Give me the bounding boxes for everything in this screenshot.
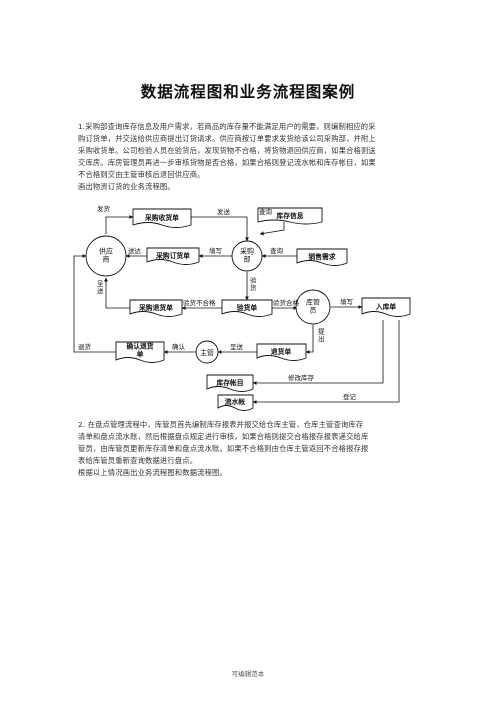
- doc-journal: [217, 394, 254, 411]
- section2-paragraph: 2. 在盘点管理流程中，库管员首先编制库存报表并报交给仓库主管，仓库主管查询库存…: [78, 419, 430, 479]
- doc-sales-demand-label: 销售需求: [308, 252, 335, 261]
- label-return: 退货: [78, 342, 92, 351]
- label-query-inventory: 查询: [259, 207, 273, 216]
- doc-confirm-return-label: 确认退货单: [126, 341, 153, 358]
- section1-line: 画出物资订货的业务流程图。: [78, 182, 175, 191]
- label-inspect: 验货: [250, 276, 257, 292]
- doc-receipt-label: 采购收货单: [144, 213, 179, 222]
- doc-stock-ledger: [206, 374, 254, 392]
- doc-order-label: 采购订货单: [155, 251, 190, 260]
- label-fill-order: 填写: [209, 246, 222, 255]
- label-register: 登记: [343, 392, 357, 401]
- section1-line: 1.采购部查询库存信息及用户需求，若商品的库存量不能满足用户的需要，则编制相应的…: [78, 122, 376, 131]
- doc-sales-demand: [296, 248, 348, 266]
- section1-line: 采购收货单。公司检验人员在验货后，发现货物不合格，将货物退回供应商，如果合格则送: [78, 146, 376, 155]
- label-send: 发送: [217, 207, 231, 216]
- flow-arrow: [73, 254, 116, 353]
- section1-line: 交库房。库房管理员再进一步审核货物是否合格，如果合格则登记流水帐和库存帐目，如果: [78, 158, 376, 167]
- label-present-supervisor: 呈送: [230, 342, 244, 351]
- section2-line: 管员，由库管员更新库存清单和盘点流水账。如果不合格则由仓库主管返回不合格报存报: [78, 444, 369, 453]
- doc-order: [146, 247, 200, 265]
- doc-return-label: 退货单: [271, 347, 292, 356]
- node-supervisor: [195, 340, 219, 364]
- label-inspection-fail: 验货不合格: [183, 298, 216, 307]
- doc-inspection: [221, 299, 273, 317]
- doc-journal-label: 流水帐: [225, 397, 246, 406]
- label-ship: 发货: [97, 204, 111, 213]
- doc-inspection-label: 验货单: [237, 303, 258, 312]
- label-query-sales: 查询: [270, 246, 284, 255]
- doc-return: [256, 343, 307, 361]
- flow-arrow: [104, 277, 130, 309]
- label-present-return: 呈送: [97, 280, 104, 295]
- page-title: 数据流程图和业务流程图案例: [140, 83, 356, 101]
- flow-arrow: [252, 320, 384, 385]
- flow-arrow: [105, 215, 134, 234]
- section2-line: 表给库管员重新查询数据进行盘点。: [78, 456, 198, 465]
- node-supervisor-label: 主管: [200, 348, 214, 357]
- flow-arrow: [252, 320, 400, 404]
- label-fill-warehouse-in: 填写: [340, 297, 353, 306]
- section2-line: 清单和盘点流水账，然后根据盘点规定进行审核，如果合格则提交合格报存报表递交给库: [78, 432, 369, 441]
- label-submit: 提出: [318, 327, 325, 343]
- label-inspection-pass: 验货合格: [273, 298, 300, 307]
- node-purchase-dept-label: 采购部: [240, 246, 254, 263]
- flow-arrow: [305, 325, 314, 354]
- node-warehouse-clerk: [295, 289, 331, 325]
- section1-line: 购订货单，并交送给供应商提出订货请求。供应商按订单要求发货给该公司采购部，并附上: [78, 134, 376, 143]
- doc-confirm-return: [115, 341, 165, 363]
- doc-return-slip-label: 采购退货单: [138, 303, 173, 312]
- flow-arrow: [191, 216, 249, 242]
- doc-return-slip: [129, 299, 183, 317]
- label-confirm: 确认: [172, 342, 186, 351]
- node-supplier-label: 供应商: [99, 246, 113, 263]
- node-purchase-dept: [231, 240, 263, 272]
- doc-stock-ledger-label: 库存帐目: [216, 378, 243, 387]
- section1-paragraph: 1.采购部查询库存信息及用户需求，若商品的库存量不能满足用户的需要，则编制相应的…: [78, 121, 430, 193]
- doc-inventory-info-label: 库存信息: [276, 211, 303, 220]
- section1-line: 不合格则交由主管审核后退回供应商。: [78, 170, 205, 179]
- label-deliver-order: 送达: [128, 246, 142, 255]
- flow-arrow: [259, 222, 285, 236]
- doc-inventory-info: [257, 207, 323, 225]
- node-supplier: [85, 235, 127, 277]
- label-modify-stock: 修改库存: [288, 373, 315, 382]
- doc-warehouse-in-label: 入库单: [376, 302, 397, 311]
- page-footer: 可编辑范本: [231, 670, 265, 678]
- section2-line: 根据以上情况画出业务流程图和数据流程图。: [78, 468, 227, 477]
- doc-receipt: [132, 208, 192, 228]
- doc-warehouse-in: [361, 297, 411, 317]
- section2-line: 2. 在盘点管理流程中，库管员首先编制库存报表并报交给仓库主管，仓库主管查询库存: [78, 420, 364, 429]
- node-warehouse-clerk-label: 库管员: [306, 297, 320, 314]
